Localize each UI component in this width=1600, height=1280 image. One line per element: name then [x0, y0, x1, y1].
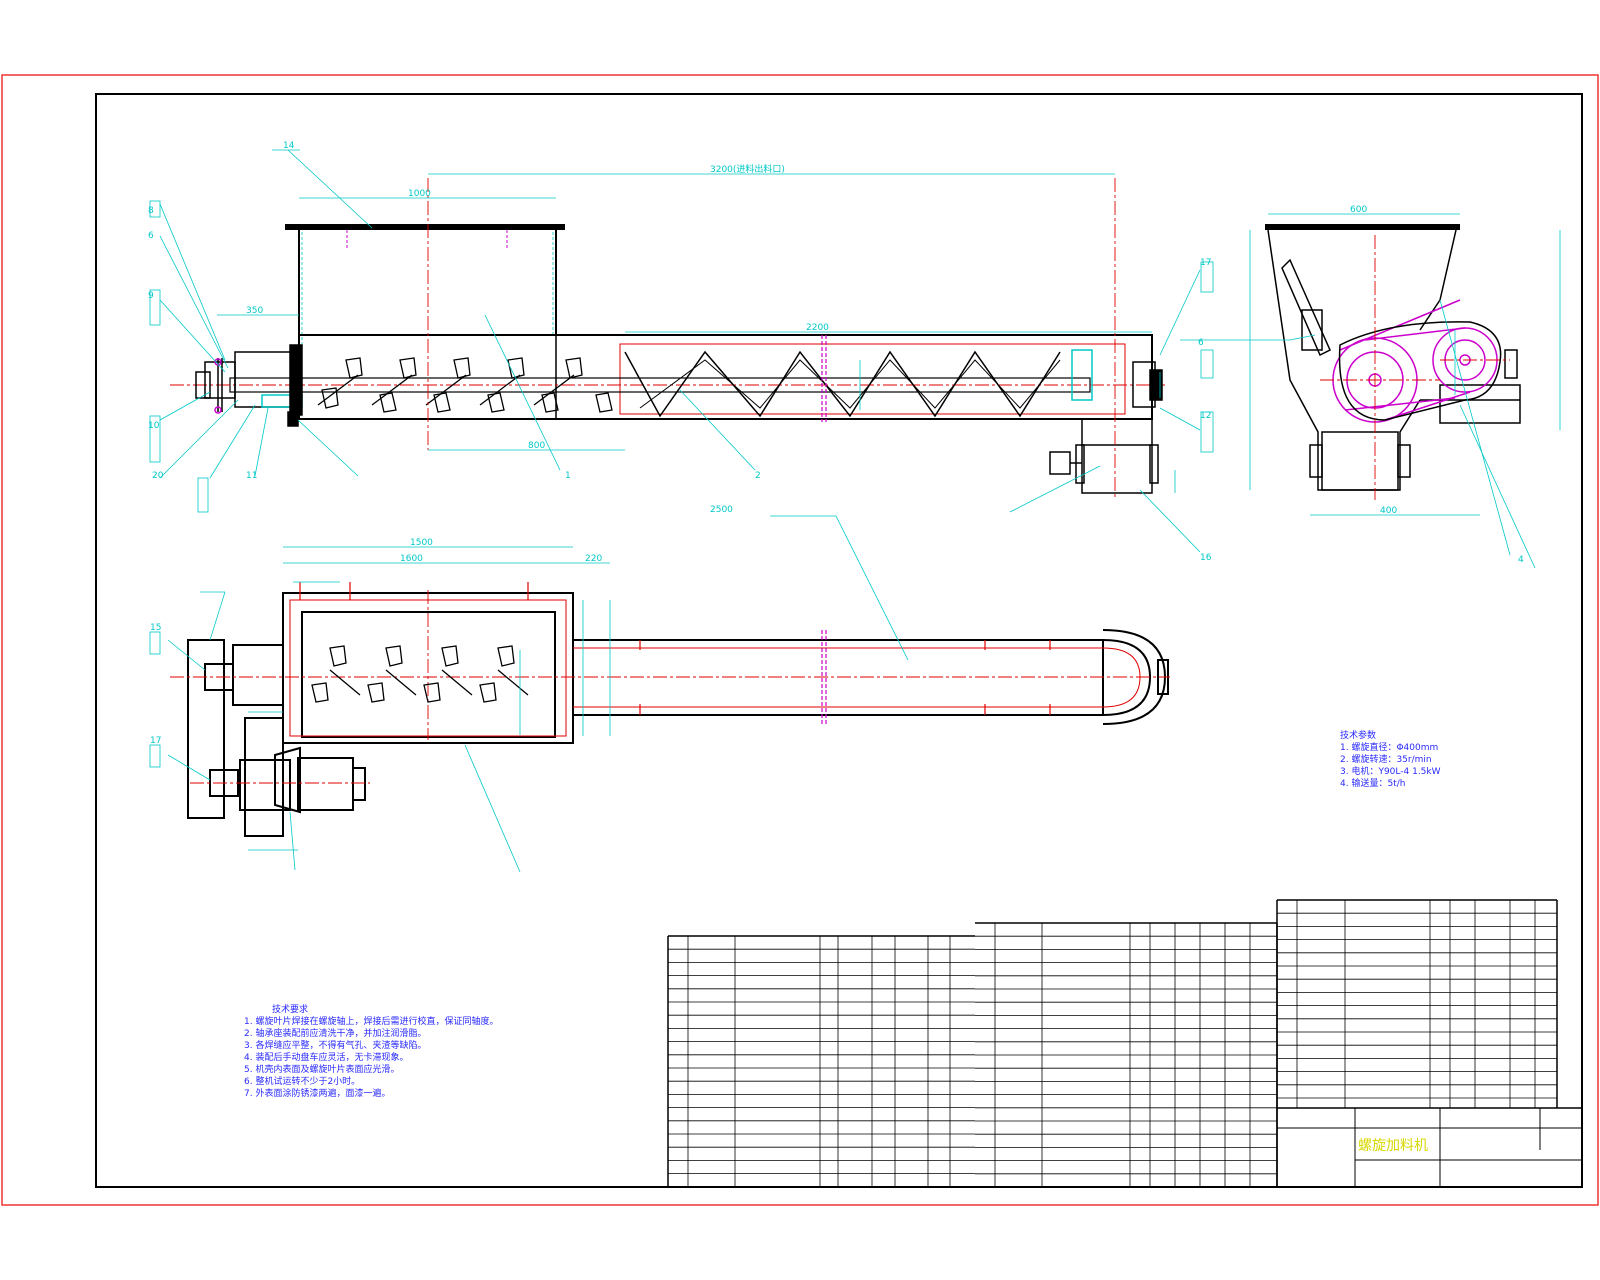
notes-left-line-1: 1. 螺旋叶片焊接在螺旋轴上，焊接后需进行校直，保证同轴度。 [244, 1015, 498, 1027]
balloon: 10 [148, 421, 160, 431]
parts-list [667, 899, 1558, 1187]
balloon: 9 [148, 291, 154, 301]
balloon: 1 [565, 471, 571, 481]
notes-left-line-4: 4. 装配后手动盘车应灵活，无卡滞现象。 [244, 1051, 408, 1063]
notes-left-heading: 技术要求 [272, 1003, 308, 1015]
dim-text: 3200(进料出料口) [710, 163, 785, 175]
discharge-outlet [1081, 444, 1153, 494]
notes-left-line-3: 3. 各焊缝应平整，不得有气孔、夹渣等缺陷。 [244, 1039, 426, 1051]
dim-text: 800 [528, 441, 545, 451]
notes-right-line-4: 4. 输送量：5t/h [1340, 777, 1405, 789]
left-bearing [195, 344, 303, 427]
notes-right-heading: 技术参数 [1340, 729, 1376, 741]
notes-right-line-3: 3. 电机：Y90L-4 1.5kW [1340, 765, 1441, 777]
dim-text: 2200 [806, 323, 829, 333]
notes-right: 技术参数 1. 螺旋直径：Φ400mm 2. 螺旋转速：35r/min 3. 电… [1340, 729, 1441, 789]
balloon: 11 [246, 471, 257, 481]
screw-flight [624, 350, 1061, 418]
trough-inner [619, 343, 1126, 415]
notes-left: 技术要求 1. 螺旋叶片焊接在螺旋轴上，焊接后需进行校直，保证同轴度。 2. 轴… [244, 1003, 498, 1099]
inner-frame [95, 93, 1583, 1188]
dim-text: 2500 [710, 505, 733, 515]
balloon: 2 [755, 471, 761, 481]
sheet-label: 1/1 [1370, 1171, 1384, 1181]
plan-view [149, 515, 1170, 873]
balloon: 16 [1200, 553, 1212, 563]
drawing-title: 螺旋加料机 [1358, 1138, 1428, 1154]
balloon: 4 [1518, 555, 1524, 565]
notes-right-line-2: 2. 螺旋转速：35r/min [1340, 753, 1432, 765]
balloon: 15 [150, 623, 161, 633]
notes-right-line-1: 1. 螺旋直径：Φ400mm [1340, 741, 1438, 753]
dim-text: 1000 [408, 189, 431, 199]
notes-left-line-7: 7. 外表面涂防锈漆两遍，面漆一遍。 [244, 1087, 390, 1099]
dim-text: 1500 [410, 538, 433, 548]
title-block: 螺旋加料机 1/1 [1276, 1107, 1583, 1188]
notes-left-line-6: 6. 整机试运转不少于2小时。 [244, 1075, 360, 1087]
hopper-plate [285, 224, 565, 230]
notes-left-line-5: 5. 机壳内表面及螺旋叶片表面应光滑。 [244, 1063, 399, 1075]
right-end [1049, 349, 1163, 494]
balloon: 20 [152, 471, 164, 481]
balloon: 6 [1198, 338, 1204, 348]
paddle-blades [317, 357, 613, 413]
outer-frame [1, 74, 1599, 1206]
dim-text: 1600 [400, 554, 423, 564]
balloon: 12 [1200, 411, 1211, 421]
side-view [1180, 213, 1561, 569]
balloon: 8 [148, 206, 154, 216]
balloon: 6 [148, 231, 154, 241]
balloon: 17 [1200, 258, 1211, 268]
front-view [149, 149, 1214, 553]
dim-text: 400 [1380, 506, 1397, 516]
dim-text: 600 [1350, 205, 1367, 215]
balloon: 17 [150, 736, 161, 746]
dim-text: 350 [246, 306, 263, 316]
notes-left-line-2: 2. 轴承座装配前应清洗干净，并加注润滑脂。 [244, 1027, 426, 1039]
balloon: 14 [283, 141, 295, 151]
balloon-numbers: 14 8 6 9 10 20 11 1 2 16 6 17 12 4 15 17 [148, 141, 1524, 746]
dimension-texts: 3200(进料出料口) 1000 350 2200 800 600 400 15… [246, 163, 1397, 564]
dim-text: 220 [585, 554, 602, 564]
